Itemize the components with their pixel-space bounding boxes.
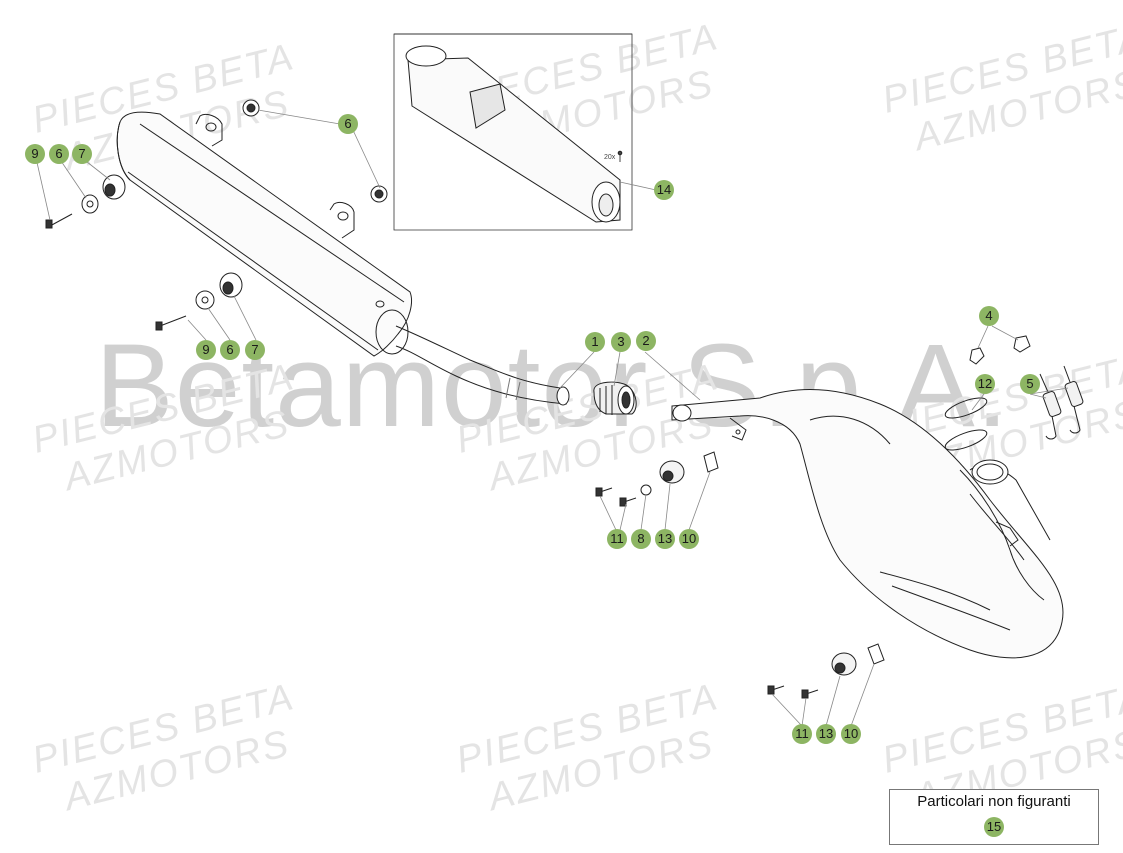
- mount-hardware-upper: [46, 100, 387, 228]
- callout-7[interactable]: 7: [245, 340, 265, 360]
- callout-7[interactable]: 7: [72, 144, 92, 164]
- callout-5[interactable]: 5: [1020, 374, 1040, 394]
- callout-6[interactable]: 6: [49, 144, 69, 164]
- callout-15[interactable]: 15: [984, 817, 1004, 837]
- not-shown-parts-box: Particolari non figuranti 15: [889, 789, 1099, 845]
- callout-6[interactable]: 6: [338, 114, 358, 134]
- callout-13[interactable]: 13: [655, 529, 675, 549]
- callout-13[interactable]: 13: [816, 724, 836, 744]
- mount-hardware-bottom: [768, 644, 884, 698]
- callout-1[interactable]: 1: [585, 332, 605, 352]
- leader-lines: [36, 110, 1068, 726]
- kit-quantity-label: 20x: [604, 154, 616, 161]
- callout-2[interactable]: 2: [636, 331, 656, 351]
- callout-8[interactable]: 8: [631, 529, 651, 549]
- mount-hardware-middle: [596, 452, 718, 506]
- callout-14[interactable]: 14: [654, 180, 674, 200]
- callout-11[interactable]: 11: [607, 529, 627, 549]
- silencer: [117, 112, 569, 405]
- callout-10[interactable]: 10: [679, 529, 699, 549]
- callout-11[interactable]: 11: [792, 724, 812, 744]
- callout-6[interactable]: 6: [220, 340, 240, 360]
- mount-hardware-lower: [156, 273, 242, 330]
- callout-12[interactable]: 12: [975, 374, 995, 394]
- callout-9[interactable]: 9: [25, 144, 45, 164]
- expansion-chamber: [672, 389, 1063, 657]
- coupling-oring: [594, 382, 636, 415]
- packing-kit-box: [394, 34, 632, 230]
- springs-and-rings: [943, 336, 1084, 454]
- callout-9[interactable]: 9: [196, 340, 216, 360]
- callout-4[interactable]: 4: [979, 306, 999, 326]
- callout-10[interactable]: 10: [841, 724, 861, 744]
- not-shown-parts-label: Particolari non figuranti: [917, 793, 1071, 810]
- callout-3[interactable]: 3: [611, 332, 631, 352]
